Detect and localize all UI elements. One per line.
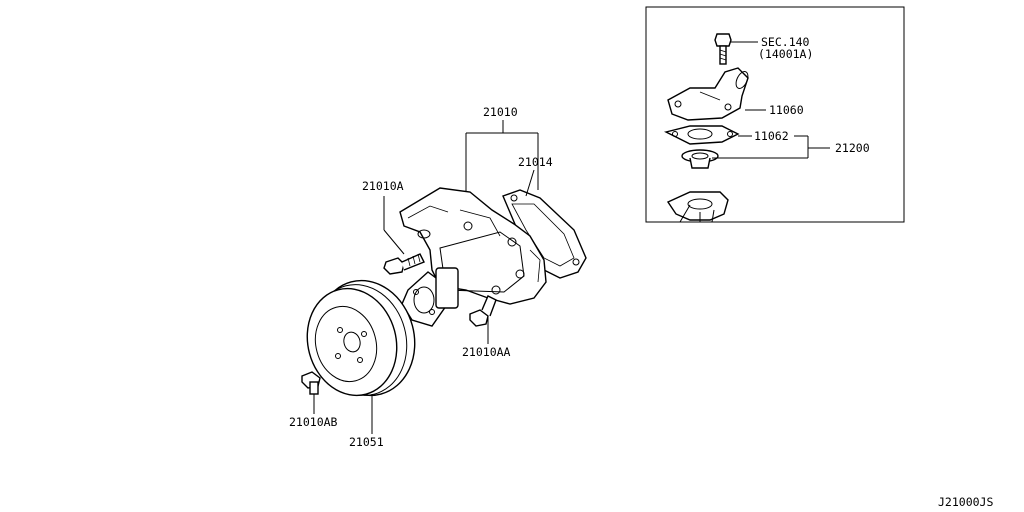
label-pulley: 21051	[349, 435, 384, 449]
label-diagram-code: J21000JS	[938, 495, 993, 509]
label-sec-ref-part: (14001A)	[758, 47, 813, 61]
label-gasket: 21014	[518, 155, 553, 169]
bolt-21010a	[383, 196, 425, 275]
water-pump-bracket	[465, 120, 539, 200]
label-housing-gasket: 11062	[754, 129, 789, 143]
pulley	[306, 279, 416, 434]
pump-hub-flange	[401, 267, 459, 327]
bolt-21010aa	[469, 295, 497, 344]
thermostat	[681, 149, 722, 169]
housing-gasket	[663, 125, 752, 145]
label-sec-ref: SEC.140	[761, 35, 810, 49]
thermostat-bracket	[722, 135, 830, 159]
thermostat-housing	[666, 191, 729, 223]
inset-frame	[645, 6, 905, 223]
label-water-pump-assy: 21010	[483, 105, 518, 119]
sec140-bolt	[714, 33, 758, 65]
label-thermostat: 21200	[835, 141, 870, 155]
outlet-housing	[667, 67, 766, 121]
label-bolt-a: 21010A	[362, 179, 404, 193]
label-bolt-ab: 21010AB	[289, 415, 338, 429]
label-outlet-housing: 11060	[769, 103, 804, 117]
label-bolt-aa: 21010AA	[462, 345, 511, 359]
bolt-21010ab	[301, 371, 321, 414]
